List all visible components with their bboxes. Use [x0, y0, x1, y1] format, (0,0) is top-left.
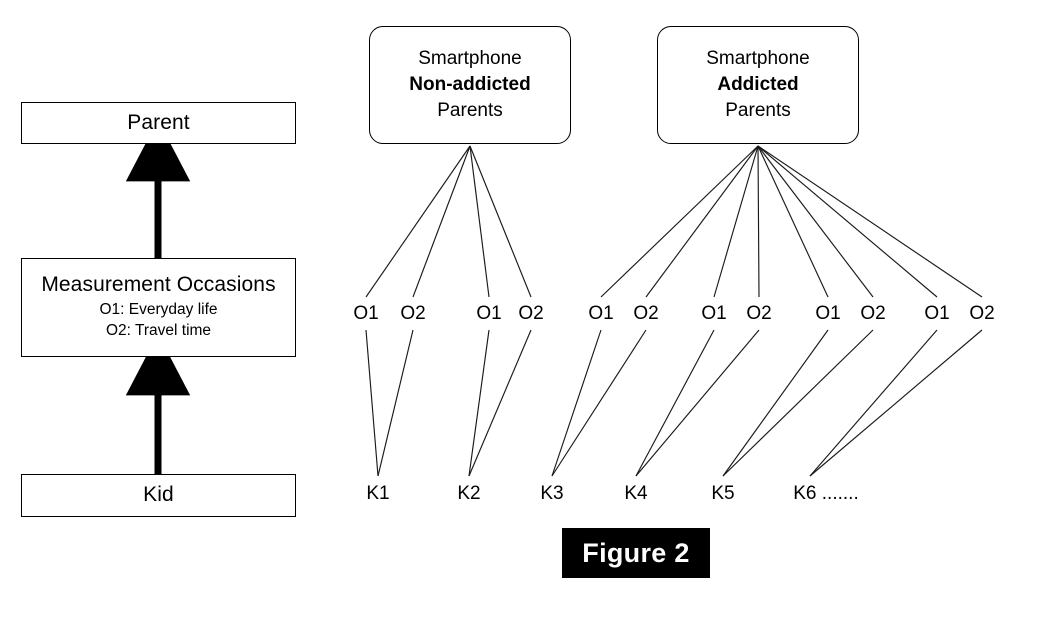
- occasion-node-label: O1: [701, 303, 727, 324]
- occasion-node-label: O2: [518, 303, 544, 324]
- occasion-node-label: O1: [815, 303, 841, 324]
- occasion-node-label: O2: [400, 303, 426, 324]
- kid-node-label: K1: [366, 483, 390, 504]
- occasion-node-label: O2: [860, 303, 886, 324]
- box-measurement-occasions-label: Measurement Occasions: [41, 273, 276, 296]
- occasion-legend-o2: O2: Travel time: [105, 322, 212, 340]
- fan-lines-non-addicted: [365, 145, 532, 298]
- box-measurement-occasions: Measurement Occasions O1: Everyday life …: [21, 258, 296, 357]
- box-parent-label: Parent: [127, 110, 190, 134]
- v-lines-occasions-to-kids: [365, 329, 983, 477]
- occasion-node-label: O2: [746, 303, 772, 324]
- occasion-node-label: O1: [588, 303, 614, 324]
- kid-node-label: K2: [457, 483, 481, 504]
- group-non-addicted-line1: Smartphone: [418, 48, 522, 70]
- occasion-node-label: O2: [969, 303, 995, 324]
- occasion-legend-o1: O1: Everyday life: [99, 301, 218, 319]
- box-kid-label: Kid: [143, 483, 174, 507]
- occasion-node-label: O1: [476, 303, 502, 324]
- box-parent: Parent: [21, 102, 296, 144]
- group-addicted-line1: Smartphone: [706, 48, 810, 70]
- kid-node-label: K5: [711, 483, 735, 504]
- occasion-node-label: O1: [353, 303, 379, 324]
- box-kid: Kid: [21, 474, 296, 517]
- kid-node-label: K6 .......: [793, 483, 859, 504]
- occasion-node-label: O1: [924, 303, 950, 324]
- fan-lines-addicted: [600, 145, 983, 298]
- group-box-non-addicted-parents: Smartphone Non-addicted Parents: [369, 26, 571, 144]
- figure-caption: Figure 2: [562, 528, 710, 578]
- group-addicted-line2: Addicted: [717, 74, 799, 96]
- kid-node-label: K3: [540, 483, 564, 504]
- occasion-node-label: O2: [633, 303, 659, 324]
- kid-node-label: K4: [624, 483, 648, 504]
- group-non-addicted-line2: Non-addicted: [409, 74, 531, 96]
- group-box-addicted-parents: Smartphone Addicted Parents: [657, 26, 859, 144]
- group-non-addicted-line3: Parents: [437, 99, 503, 121]
- group-addicted-line3: Parents: [725, 99, 791, 121]
